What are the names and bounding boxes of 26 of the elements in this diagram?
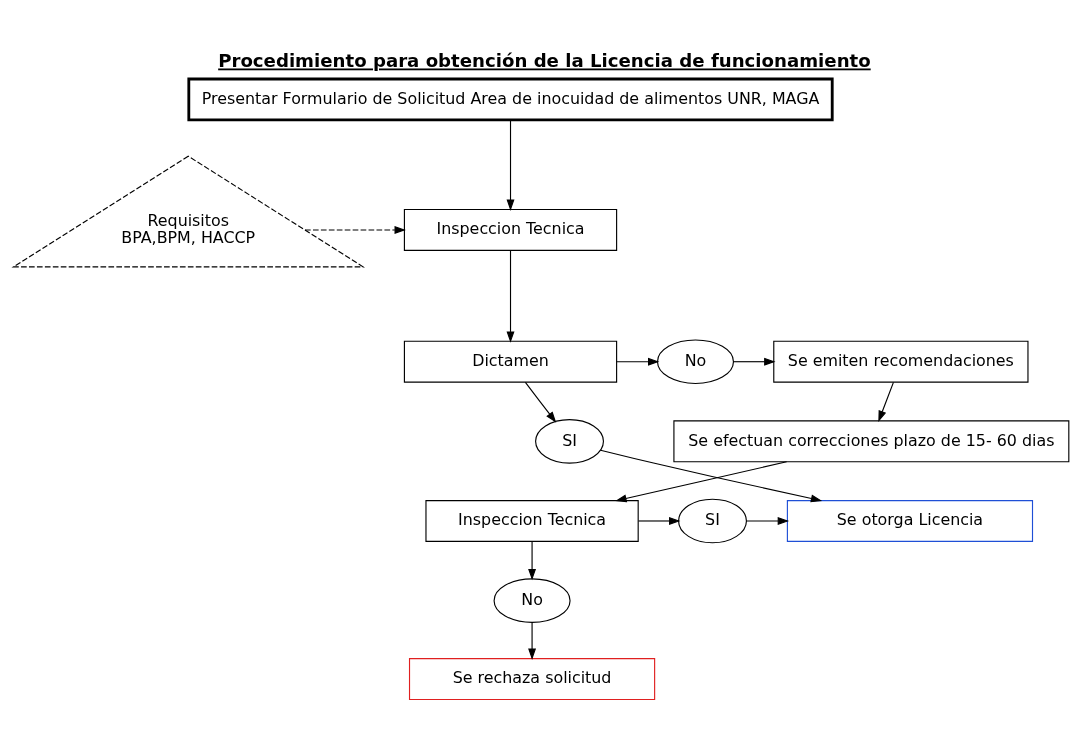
arrow	[615, 461, 788, 503]
node-ellipse: SI	[535, 419, 604, 464]
arrow	[506, 119, 515, 211]
node-box: Inspeccion Tecnica	[403, 208, 618, 251]
arrow	[304, 226, 406, 234]
node-box: Se emiten recomendaciones	[773, 340, 1029, 383]
node-box: Se efectuan correcciones plazo de 15- 60 dias	[673, 420, 1070, 463]
node-box: Presentar Formulario de Solicitud Area de inocuidad de alimentos UNR, MAGA	[187, 77, 834, 122]
diagram-title: Procedimiento para obtención de la Licencia de funcionamiento	[218, 50, 871, 72]
node-box: Se rechaza solicitud	[408, 658, 656, 701]
arrow	[616, 357, 660, 366]
arrow	[745, 517, 790, 525]
arrow	[733, 357, 776, 366]
arrow	[637, 517, 681, 525]
arrow	[506, 250, 515, 343]
node-ellipse: SI	[678, 498, 747, 544]
node-box: Inspeccion Tecnica	[425, 500, 639, 542]
node-ellipse: No	[656, 339, 735, 385]
arrow	[528, 541, 537, 581]
arrow	[524, 381, 557, 423]
node-box: Se otorga Licencia	[786, 500, 1034, 542]
arrow	[878, 381, 894, 422]
node-ellipse: No	[493, 578, 571, 623]
node-box: Dictamen	[403, 340, 618, 383]
arrow	[600, 449, 823, 503]
arrow	[528, 622, 537, 660]
